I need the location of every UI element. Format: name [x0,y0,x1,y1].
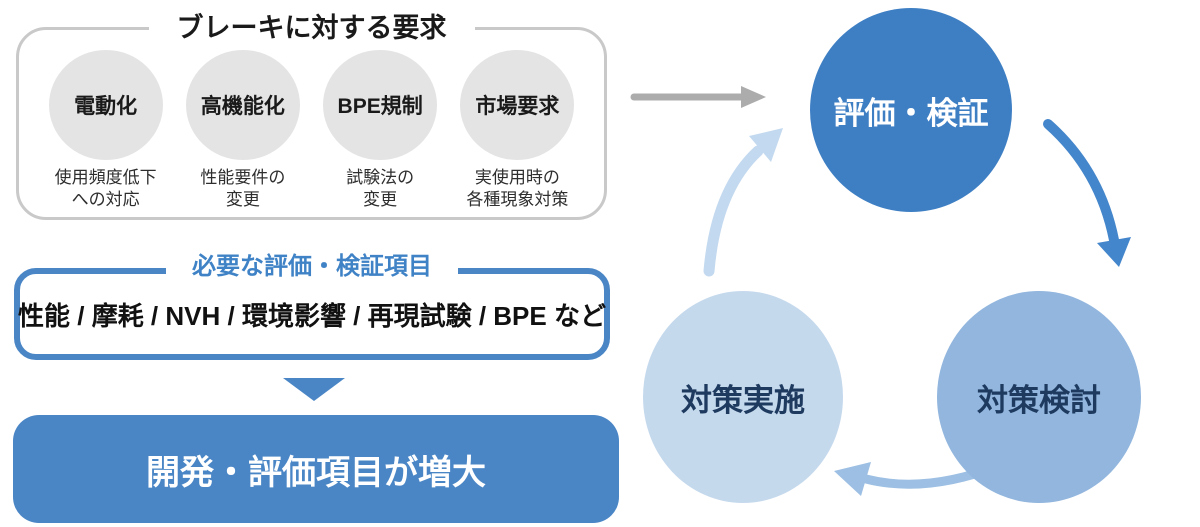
requirement-label: 高機能化 [200,95,285,118]
requirement-circle: 電動化 [48,50,163,160]
requirement-item-high-function: 高機能化 性能要件の 変更 [174,50,311,211]
cycle-node-label: 対策検討 [977,382,1101,418]
cycle-node-label: 評価・検証 [833,95,989,131]
cycle-node-label: 対策実施 [681,382,805,418]
requirement-desc-line1: 使用頻度低下 [54,168,157,187]
requirement-desc: 実使用時の 各種現象対策 [466,167,568,211]
requirement-desc: 試験法の 変更 [346,167,414,211]
requirement-label: 市場要求 [475,95,560,118]
cycle-arrow-right-icon [1043,119,1131,267]
flow-arrow-icon [630,86,766,108]
requirement-desc-line2: 変更 [363,190,398,210]
requirement-circle: 高機能化 [185,50,300,160]
requirement-circle: 市場要求 [460,50,575,160]
requirement-label: BPE規制 [337,95,423,118]
requirement-desc: 性能要件の 変更 [200,167,285,211]
requirement-circle: BPE規制 [323,50,438,160]
requirement-desc-line2: への対応 [71,190,140,210]
requirement-desc: 使用頻度低下 への対応 [55,167,157,211]
cycle-node-countermeasure-implementation: 対策実施 [643,291,843,503]
requirements-items: 電動化 使用頻度低下 への対応 高機能化 性能要件の 変更 BPE規制 [19,30,604,211]
requirement-item-bpe-regulation: BPE規制 試験法の 変更 [312,50,449,211]
requirement-desc-line1: 試験法の [346,168,415,187]
requirements-box-title: ブレーキに対する要求 [148,9,475,47]
requirement-label: 電動化 [74,95,138,118]
requirements-box: ブレーキに対する要求 電動化 使用頻度低下 への対応 高機能化 性能要件の 変更 [16,9,607,220]
conclusion-label: 開発・評価項目が増大 [146,453,486,492]
requirement-desc-line2: 変更 [225,190,260,210]
cycle-arrow-left-icon [703,128,783,277]
requirement-desc-line2: 各種現象対策 [466,190,569,210]
evaluation-items-list: 性能 / 摩耗 / NVH / 環境影響 / 再現試験 / BPE など [18,300,606,331]
requirement-desc-line1: 実使用時の [474,168,560,187]
requirement-desc-line1: 性能要件の [200,168,286,187]
evaluation-items-box: 必要な評価・検証項目 性能 / 摩耗 / NVH / 環境影響 / 再現試験 /… [14,249,610,360]
cycle-node-evaluation: 評価・検証 [810,8,1012,212]
evaluation-items-title: 必要な評価・検証項目 [166,249,458,285]
down-arrow-icon [283,378,345,401]
requirement-item-market-demand: 市場要求 実使用時の 各種現象対策 [449,50,586,211]
conclusion-banner: 開発・評価項目が増大 [13,415,619,523]
cycle-node-countermeasure-study: 対策検討 [937,291,1141,503]
requirement-item-electrification: 電動化 使用頻度低下 への対応 [37,50,174,211]
